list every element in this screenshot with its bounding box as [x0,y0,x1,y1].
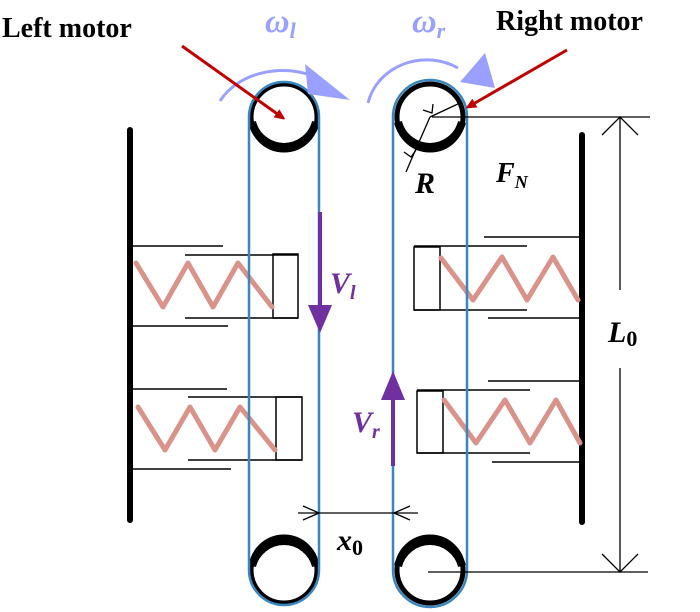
right-spring-upper [413,236,581,319]
left-damper-block-upper [272,253,299,319]
right-motor-arrow [468,48,568,107]
right-belt [391,78,469,609]
right-damper-block-upper [413,246,441,311]
left-motor-arrow [181,44,283,118]
left-belt [247,80,321,607]
right-spring-lower [416,380,583,463]
left-damper-block-lower [275,396,303,461]
left-rotation-arrow [218,64,350,102]
gap-label: x0 [336,524,363,560]
right-bottom-pulley [394,534,466,606]
left-velocity-arrow [308,212,332,333]
right-rotation-arrow [366,53,495,104]
force-label: FN [495,158,529,192]
omega-left-label: ωl [265,3,297,43]
left-spring-lower [132,388,303,470]
right-spring-coil-upper [438,254,581,303]
right-damper-block-lower [416,390,444,454]
radius-label: R [414,167,435,200]
length-dimension [428,116,650,573]
left-spring-upper [132,245,299,327]
gap-dimension [298,505,418,521]
velocity-left-label: Vl [330,267,356,304]
right-velocity-arrow [381,371,405,466]
left-top-pulley [248,81,320,153]
right-spring-coil-lower [441,397,583,446]
omega-right-label: ωr [412,3,446,43]
left-motor-label: Left motor [2,13,132,44]
right-motor-label: Right motor [496,6,643,37]
velocity-right-label: Vr [352,406,380,443]
length-label: L0 [607,316,637,351]
left-spring-coil-lower [135,404,278,453]
radius-indicator [403,102,461,173]
left-spring-coil-upper [133,260,275,310]
left-bottom-pulley [248,534,320,606]
